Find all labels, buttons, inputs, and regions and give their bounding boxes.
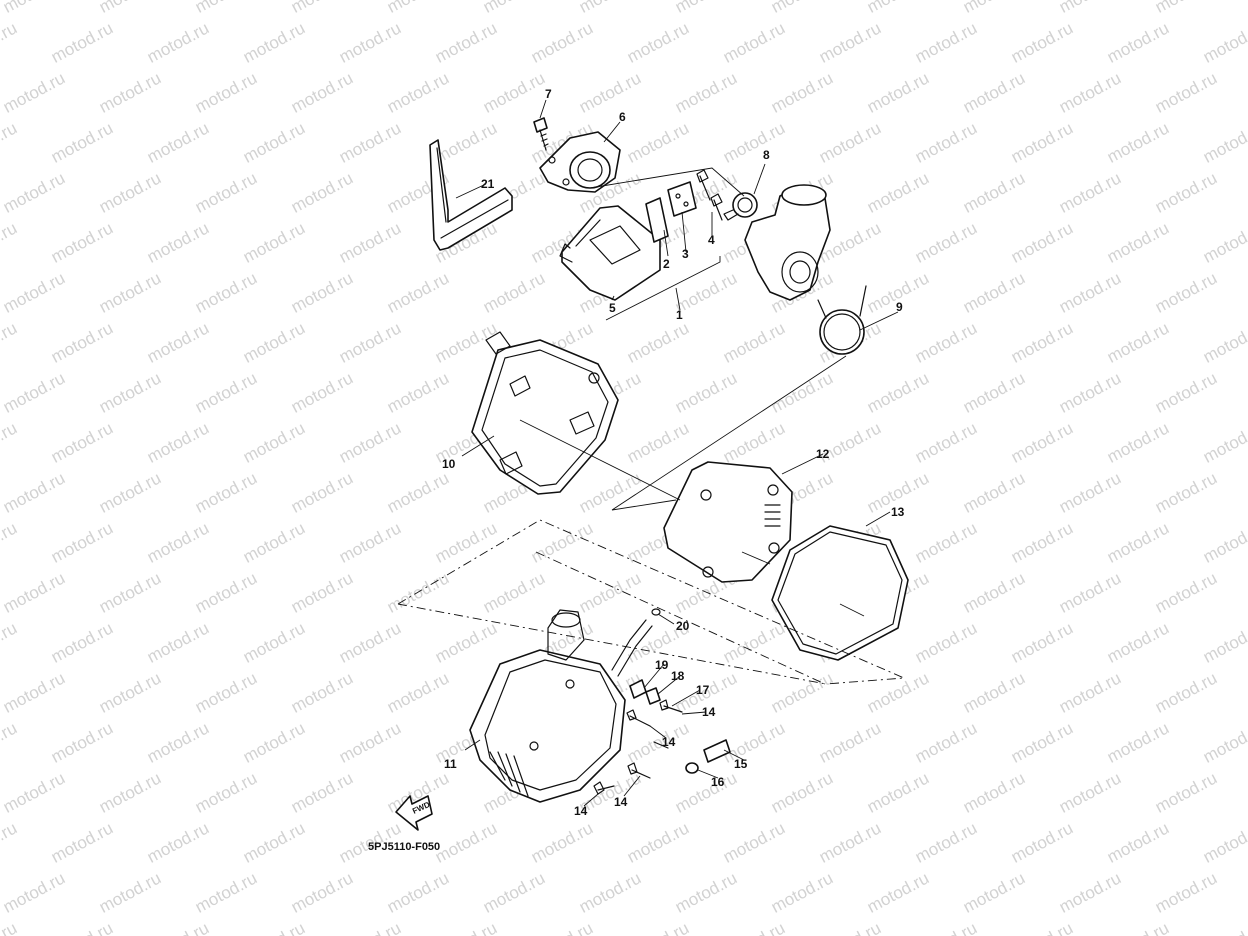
callout-20: 20 bbox=[676, 619, 690, 633]
callout-7: 7 bbox=[545, 87, 552, 101]
leader-lines bbox=[455, 99, 899, 807]
part-17-bolt bbox=[659, 699, 683, 713]
part-4-screws bbox=[696, 169, 723, 221]
callout-5: 5 bbox=[609, 301, 616, 315]
callout-3: 3 bbox=[682, 247, 689, 261]
part-5-reed-valve bbox=[559, 205, 661, 301]
part-19-grommet bbox=[629, 679, 647, 699]
part-15-tube bbox=[703, 739, 731, 763]
part-9-clip bbox=[817, 285, 867, 355]
part-8-clamp bbox=[723, 192, 758, 221]
callout-18: 18 bbox=[671, 669, 685, 683]
callout-14d: 14 bbox=[574, 804, 588, 818]
callout-6: 6 bbox=[619, 110, 626, 124]
callout-9: 9 bbox=[896, 300, 903, 314]
part-12-filter-plate bbox=[663, 461, 793, 583]
callout-12: 12 bbox=[816, 447, 830, 461]
part-6-valve-housing bbox=[539, 131, 621, 193]
callout-14a: 14 bbox=[702, 705, 716, 719]
callout-13: 13 bbox=[891, 505, 905, 519]
part-20-tube bbox=[611, 608, 661, 677]
callout-16: 16 bbox=[711, 775, 725, 789]
callout-14c: 14 bbox=[614, 795, 628, 809]
callout-17: 17 bbox=[696, 683, 710, 697]
part-18-collar bbox=[645, 687, 661, 705]
part-13-gasket bbox=[771, 525, 909, 661]
callout-labels: 7 6 8 21 4 3 2 5 1 9 10 12 13 20 19 18 1… bbox=[442, 87, 905, 818]
part-3-plate bbox=[667, 181, 697, 217]
assembly-boundary bbox=[397, 519, 905, 685]
part-14-screws bbox=[593, 709, 669, 795]
callout-21: 21 bbox=[481, 177, 495, 191]
part-7-screw bbox=[533, 117, 549, 151]
callout-11: 11 bbox=[444, 757, 457, 771]
part-21-hose bbox=[429, 139, 513, 251]
callout-8: 8 bbox=[763, 148, 770, 162]
callout-1: 1 bbox=[676, 308, 683, 322]
forward-arrow-icon: FWD bbox=[395, 795, 433, 831]
callout-14b: 14 bbox=[662, 735, 676, 749]
intake-elbow bbox=[744, 184, 831, 301]
part-10-air-box bbox=[471, 331, 619, 495]
part-2-plate bbox=[645, 197, 669, 243]
callout-19: 19 bbox=[655, 658, 669, 672]
drawing-code: 5PJ5110-F050 bbox=[368, 841, 440, 853]
callout-2: 2 bbox=[663, 257, 670, 271]
part-16-clip bbox=[685, 762, 699, 774]
callout-15: 15 bbox=[734, 757, 748, 771]
callout-4: 4 bbox=[708, 233, 715, 247]
callout-10: 10 bbox=[442, 457, 456, 471]
part-11-cover bbox=[469, 609, 626, 803]
